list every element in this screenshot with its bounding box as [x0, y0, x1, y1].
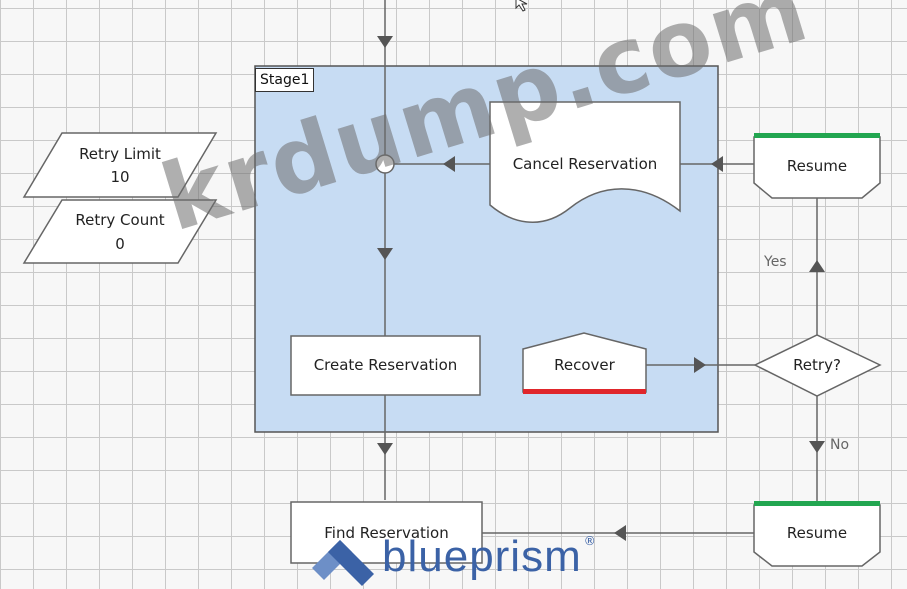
resume-top-label: Resume: [786, 157, 848, 175]
retry-limit-value: 10: [110, 168, 130, 186]
stage-label[interactable]: Stage1: [255, 68, 315, 92]
find-reservation-label: Find Reservation: [324, 524, 449, 542]
cancel-reservation-label: Cancel Reservation: [512, 155, 658, 173]
arrow-right-recover: [694, 357, 706, 373]
edge-label-no: No: [830, 437, 850, 453]
arrow-left-resume: [711, 156, 723, 172]
find-reservation-action[interactable]: [290, 501, 483, 564]
retry-limit-data-item[interactable]: [22, 132, 218, 198]
brand-wordmark: blueprism ®: [382, 532, 596, 582]
mouse-cursor-icon: [515, 0, 528, 12]
retry-count-value: 0: [115, 235, 125, 253]
recover-red-bar: [523, 389, 646, 394]
arrow-down-3: [377, 443, 393, 455]
arrow-up-yes: [809, 260, 825, 272]
create-reservation-action[interactable]: [290, 335, 481, 396]
resume-bottom-label: Resume: [786, 524, 848, 542]
retry-decision[interactable]: [753, 334, 882, 397]
arrow-down-no: [809, 441, 825, 453]
cancel-reservation-note[interactable]: [489, 101, 681, 223]
recover-label: Recover: [554, 356, 615, 374]
anchor-point[interactable]: [375, 154, 395, 174]
retry-decision-label: Retry?: [793, 356, 841, 374]
arrow-left-cancel: [443, 156, 455, 172]
resume-bottom-green-bar: [754, 501, 880, 506]
create-reservation-label: Create Reservation: [313, 356, 458, 374]
blueprism-logo-icon: [312, 540, 374, 586]
brand-registered: ®: [583, 534, 596, 548]
brand-name: blueprism: [382, 532, 582, 581]
arrow-heads: [377, 36, 825, 541]
retry-count-name: Retry Count: [75, 211, 165, 229]
recover-block[interactable]: [522, 332, 647, 393]
arrow-down-1: [377, 36, 393, 48]
arrow-down-2: [377, 248, 393, 260]
retry-limit-name: Retry Limit: [79, 145, 161, 163]
edge-label-yes: Yes: [764, 254, 787, 270]
resume-top-green-bar: [754, 133, 880, 138]
retry-count-data-item[interactable]: [22, 199, 218, 264]
arrow-left-find: [614, 525, 626, 541]
